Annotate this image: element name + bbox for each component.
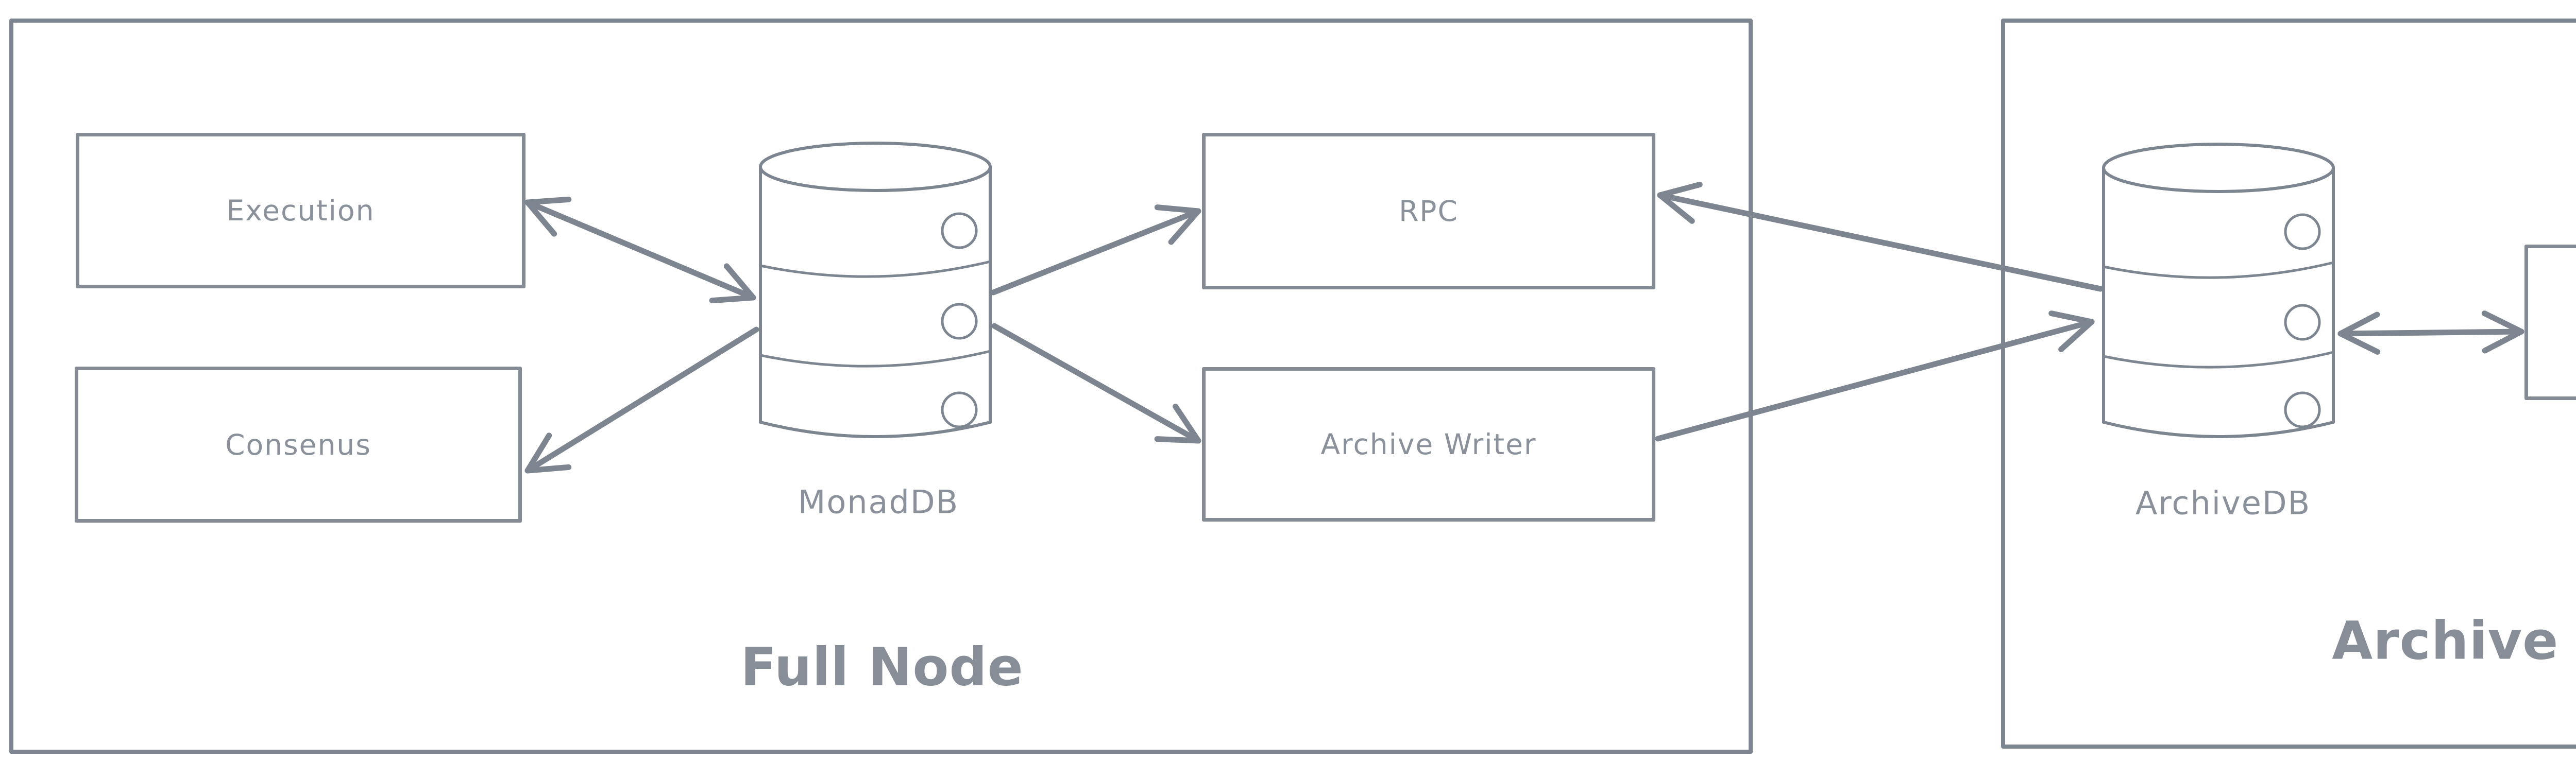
monaddb-label: MonadDB: [798, 483, 959, 521]
rpc-box: RPC: [1202, 133, 1655, 289]
full-node-title: Full Node: [740, 636, 1024, 698]
indexer-box: Indexer: [2524, 245, 2576, 400]
rpc-label: RPC: [1399, 195, 1459, 228]
archivedb-label: ArchiveDB: [2135, 484, 2311, 522]
archive-writer-box: Archive Writer: [1202, 367, 1655, 522]
archive-writer-label: Archive Writer: [1320, 428, 1537, 461]
archive-server-title: Archive Server: [2332, 610, 2576, 672]
execution-box: Execution: [76, 133, 526, 288]
execution-label: Execution: [226, 194, 375, 227]
archivedb-database-icon: [2102, 143, 2335, 438]
monaddb-database-icon: [759, 142, 992, 438]
consensus-box: Consenus: [75, 367, 522, 523]
consensus-label: Consenus: [225, 428, 371, 461]
